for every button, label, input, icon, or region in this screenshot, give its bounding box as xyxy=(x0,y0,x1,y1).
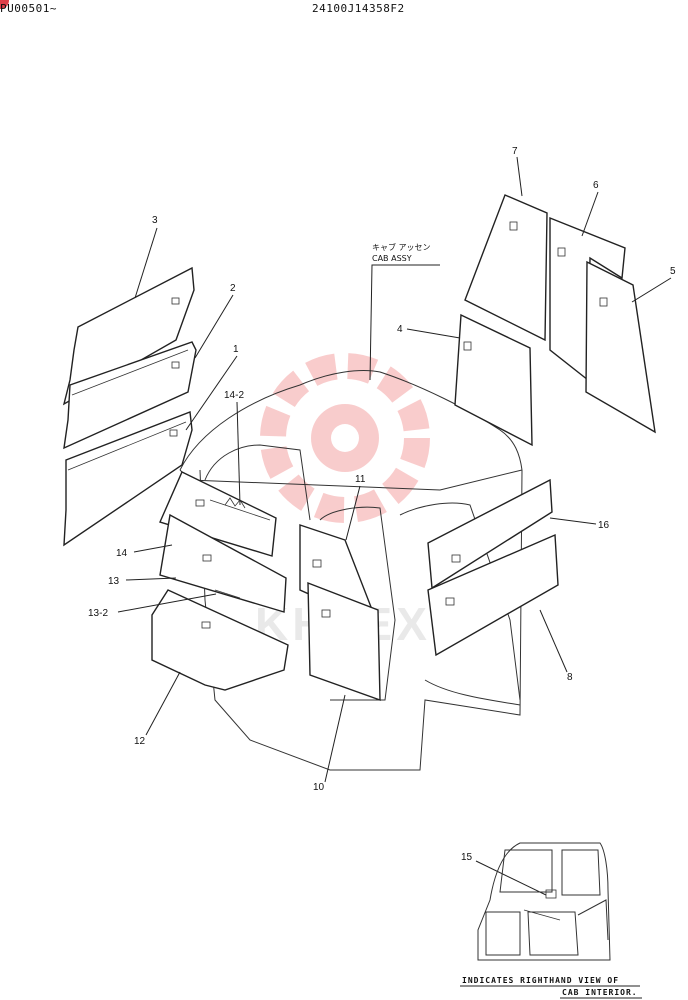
callout-11: 11 xyxy=(355,474,366,485)
callout-14-2: 14-2 xyxy=(224,390,244,401)
panel-14 xyxy=(159,471,277,557)
cab-assy-label-jp: キャブ アッセン xyxy=(372,242,431,252)
panel-2 xyxy=(63,341,197,450)
callout-7: 7 xyxy=(512,146,518,157)
panel-1 xyxy=(63,411,193,547)
corner-badge xyxy=(0,0,9,9)
panel-10 xyxy=(307,581,381,702)
callout-1: 1 xyxy=(233,344,239,355)
callout-10: 10 xyxy=(313,782,325,793)
cab-assy-label-en: CAB ASSY xyxy=(372,254,412,263)
callout-5: 5 xyxy=(670,266,676,277)
panel-16 xyxy=(427,478,553,590)
panel-8 xyxy=(427,533,559,657)
watermark-gear-logo xyxy=(260,353,430,523)
panel-7 xyxy=(464,194,548,342)
inset-caption-line2: CAB INTERIOR. xyxy=(562,988,638,997)
panel-5 xyxy=(585,260,656,434)
callout-3: 3 xyxy=(152,215,158,226)
callout-13-2: 13-2 xyxy=(88,608,108,619)
panel-12 xyxy=(151,589,289,691)
callout-8: 8 xyxy=(567,672,573,683)
inset-caption-line1: INDICATES RIGHTHAND VIEW OF xyxy=(462,976,619,985)
model-serial-range: PU00501~ xyxy=(0,2,57,15)
callout-2: 2 xyxy=(230,283,236,294)
leader-lines xyxy=(117,156,672,896)
callout-12: 12 xyxy=(134,736,146,747)
callout-6: 6 xyxy=(593,180,599,191)
callout-16: 16 xyxy=(598,520,610,531)
panel-13 xyxy=(159,513,287,613)
cab-interior-inset xyxy=(477,842,611,961)
callout-14: 14 xyxy=(116,548,128,559)
panel-4 xyxy=(454,313,533,447)
callout-15: 15 xyxy=(461,852,473,863)
callout-4: 4 xyxy=(397,324,403,335)
callout-13: 13 xyxy=(108,576,120,587)
drawing-number: 24100J14358F2 xyxy=(312,2,405,15)
